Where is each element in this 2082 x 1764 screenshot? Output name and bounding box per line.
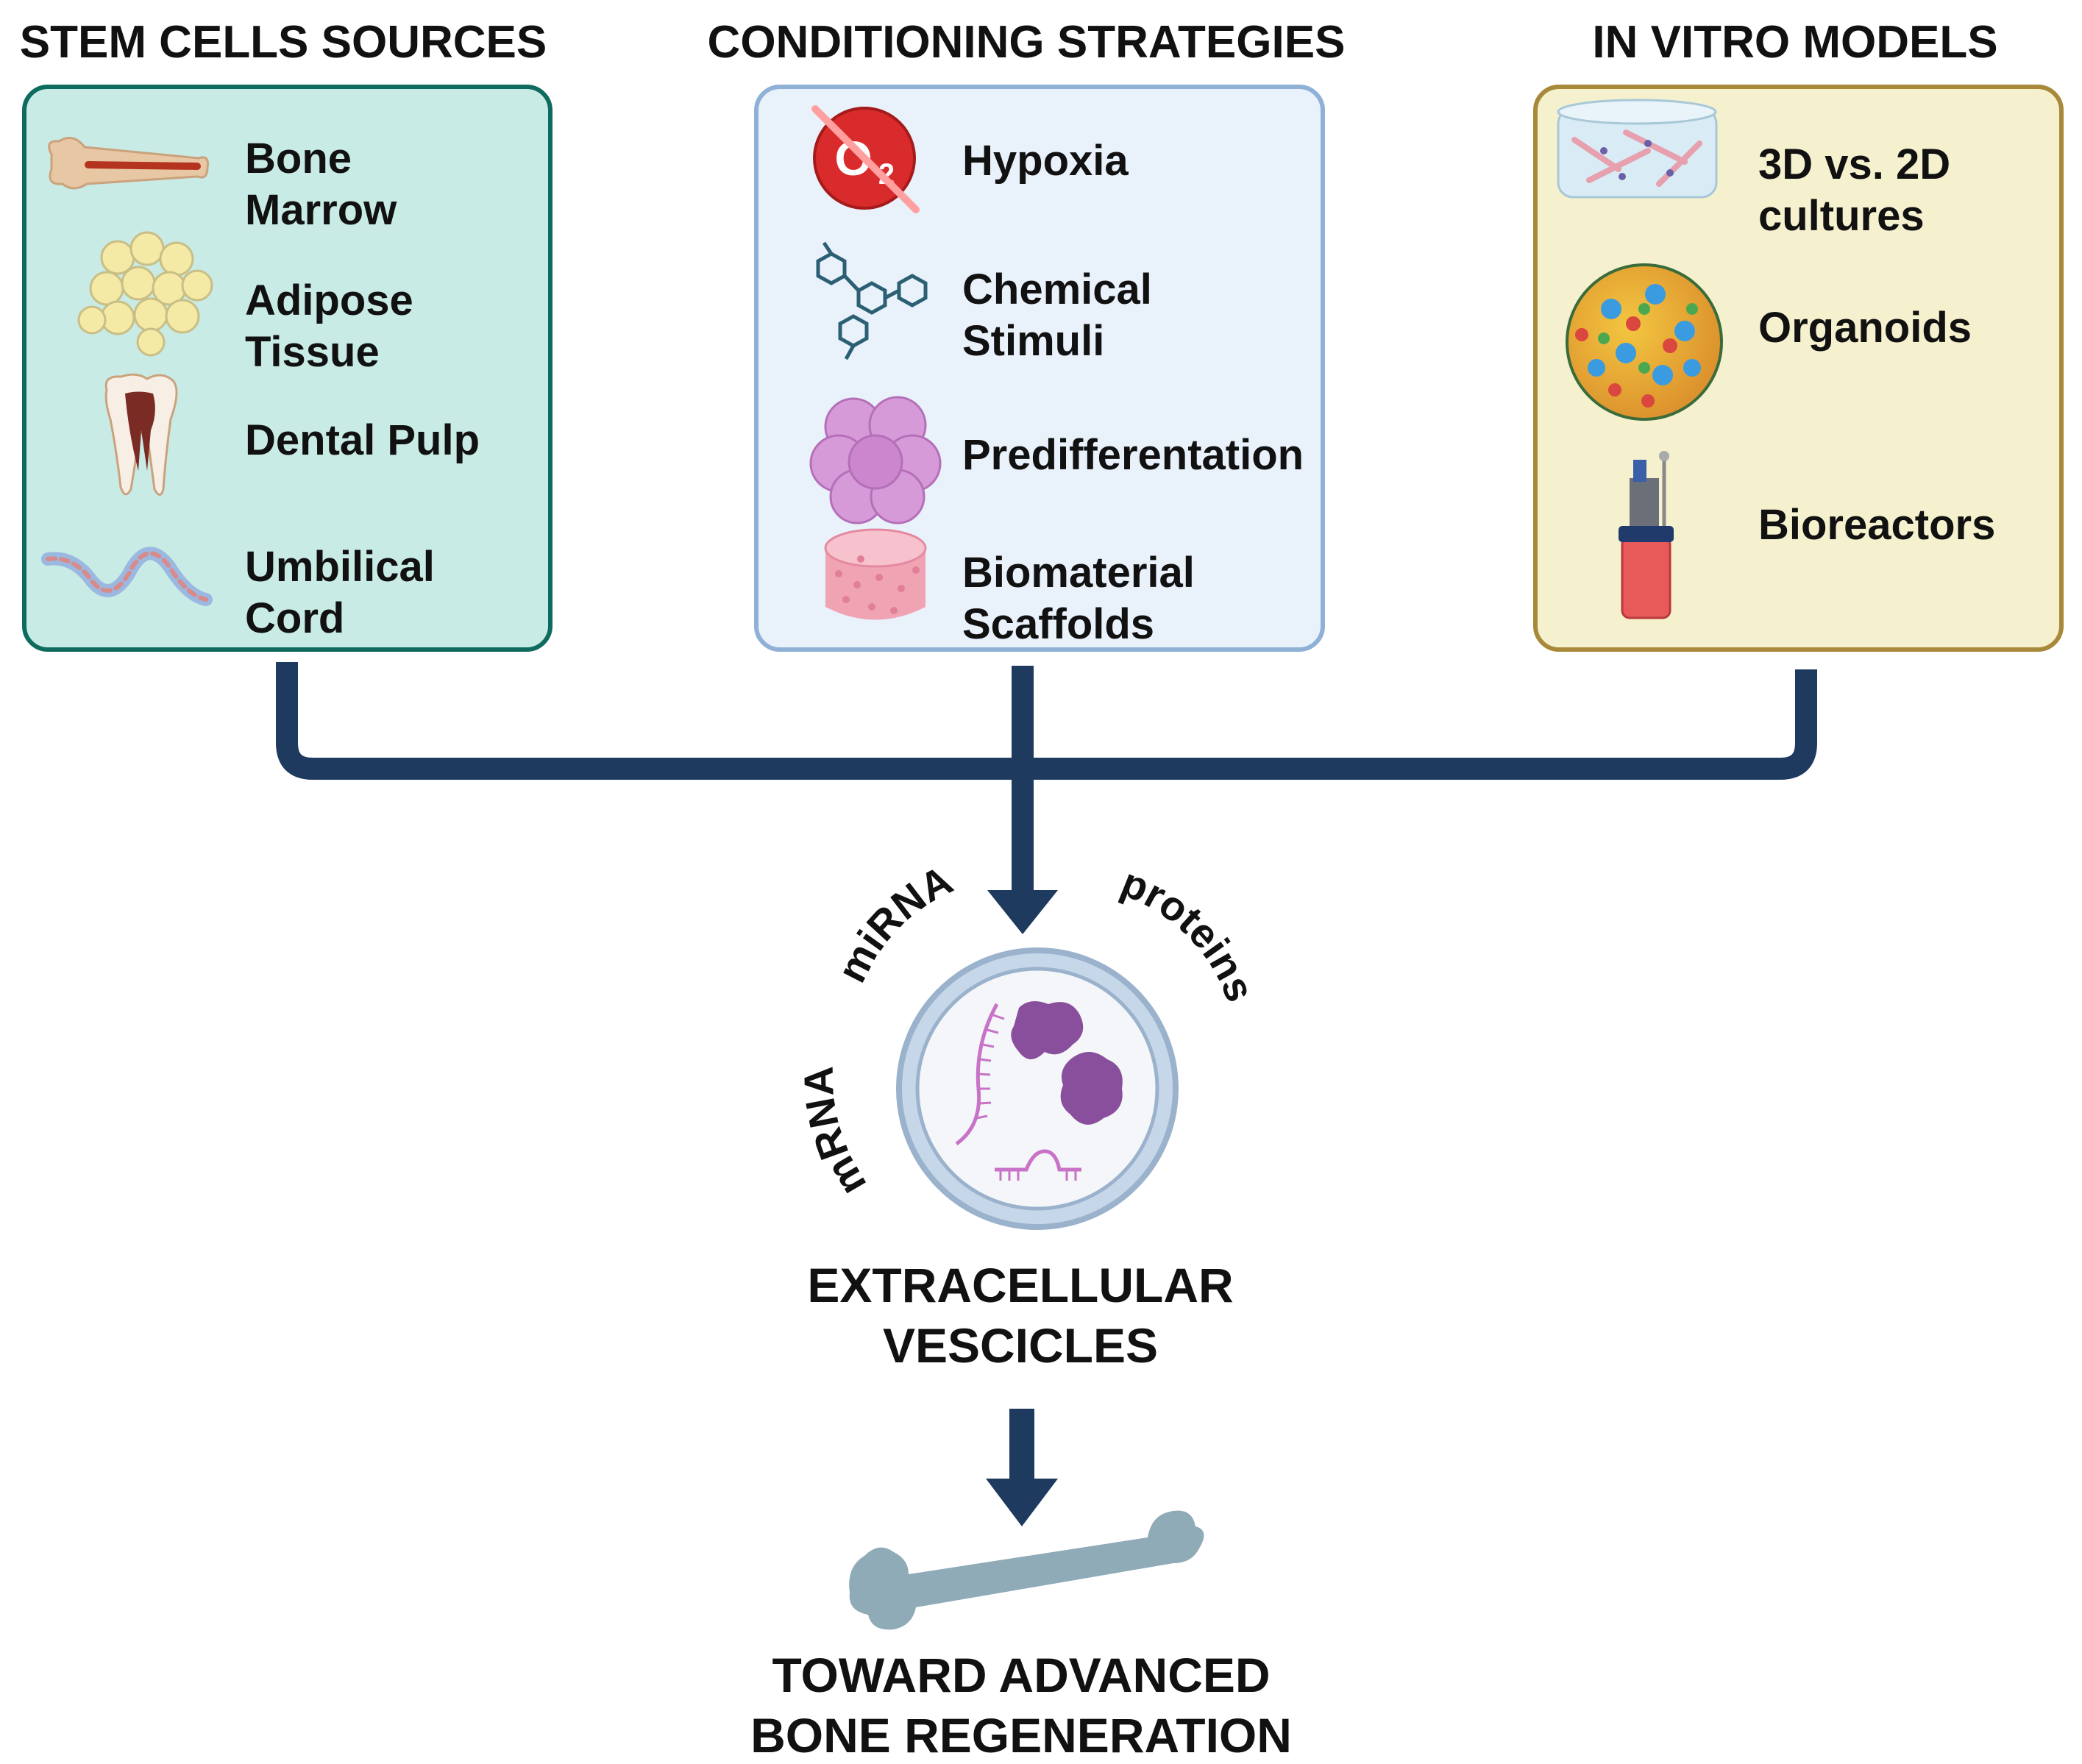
label-chemical-2: Stimuli bbox=[962, 317, 1104, 365]
tooth-icon bbox=[104, 373, 178, 496]
heading-stem-cells-sources: STEM CELLS SOURCES bbox=[20, 17, 547, 68]
panel-stem-cells bbox=[22, 85, 553, 652]
bioreactor-icon bbox=[1619, 451, 1674, 619]
label-mrna: mRNA bbox=[795, 1066, 875, 1204]
extracellular-vesicle-icon bbox=[896, 947, 1179, 1230]
outcome-title-1: TOWARD ADVANCED bbox=[772, 1648, 1270, 1702]
label-hypoxia: Hypoxia bbox=[962, 137, 1129, 185]
label-bioreactors: Bioreactors bbox=[1758, 501, 1995, 549]
scaffold-icon bbox=[824, 528, 927, 620]
culture-gel-icon bbox=[1557, 99, 1718, 199]
panel-in-vitro bbox=[1533, 85, 2064, 652]
label-dental-pulp: Dental Pulp bbox=[245, 416, 480, 464]
arrow-to-vesicle bbox=[987, 890, 1058, 934]
converging-connector bbox=[276, 662, 1817, 901]
label-bone-marrow-2: Marrow bbox=[245, 186, 397, 234]
label-mirna: miRNA bbox=[828, 856, 959, 989]
label-bone-marrow: Bone bbox=[245, 135, 352, 182]
outcome-title-2: BONE REGENERATION bbox=[750, 1708, 1292, 1763]
molecule-icon bbox=[816, 241, 928, 360]
organoid-icon bbox=[1566, 263, 1723, 421]
label-biomaterial-2: Scaffolds bbox=[962, 600, 1154, 648]
label-3d-2d: 3D vs. 2D bbox=[1758, 141, 1950, 188]
label-umbilical: Umbilical bbox=[245, 543, 435, 591]
bone-icon bbox=[849, 1510, 1204, 1630]
no-oxygen-icon: O 2 bbox=[811, 105, 920, 213]
heading-in-vitro-models: IN VITRO MODELS bbox=[1592, 17, 1997, 68]
adipose-tissue-icon bbox=[77, 231, 213, 357]
label-adipose-2: Tissue bbox=[245, 328, 380, 376]
label-umbilical-2: Cord bbox=[245, 594, 344, 642]
umbilical-cord-icon bbox=[41, 547, 213, 606]
vesicle-title-2: VESCICLES bbox=[883, 1318, 1158, 1373]
label-biomaterial: Biomaterial bbox=[962, 549, 1195, 597]
cell-cluster-icon bbox=[809, 396, 942, 524]
label-predifferentation: Predifferentation bbox=[962, 431, 1304, 479]
label-organoids: Organoids bbox=[1758, 304, 1972, 352]
label-adipose: Adipose bbox=[245, 277, 413, 324]
bone-marrow-icon bbox=[48, 137, 209, 190]
label-3d-2d-2: cultures bbox=[1758, 192, 1925, 240]
arrow-shaft-to-bone bbox=[1009, 1409, 1034, 1482]
arrow-to-bone bbox=[986, 1479, 1058, 1526]
label-proteins: proteins bbox=[1115, 858, 1264, 1008]
label-chemical: Chemical bbox=[962, 266, 1152, 313]
vesicle-title-1: EXTRACELLULAR bbox=[807, 1258, 1233, 1312]
heading-conditioning-strategies: CONDITIONING STRATEGIES bbox=[708, 17, 1346, 68]
